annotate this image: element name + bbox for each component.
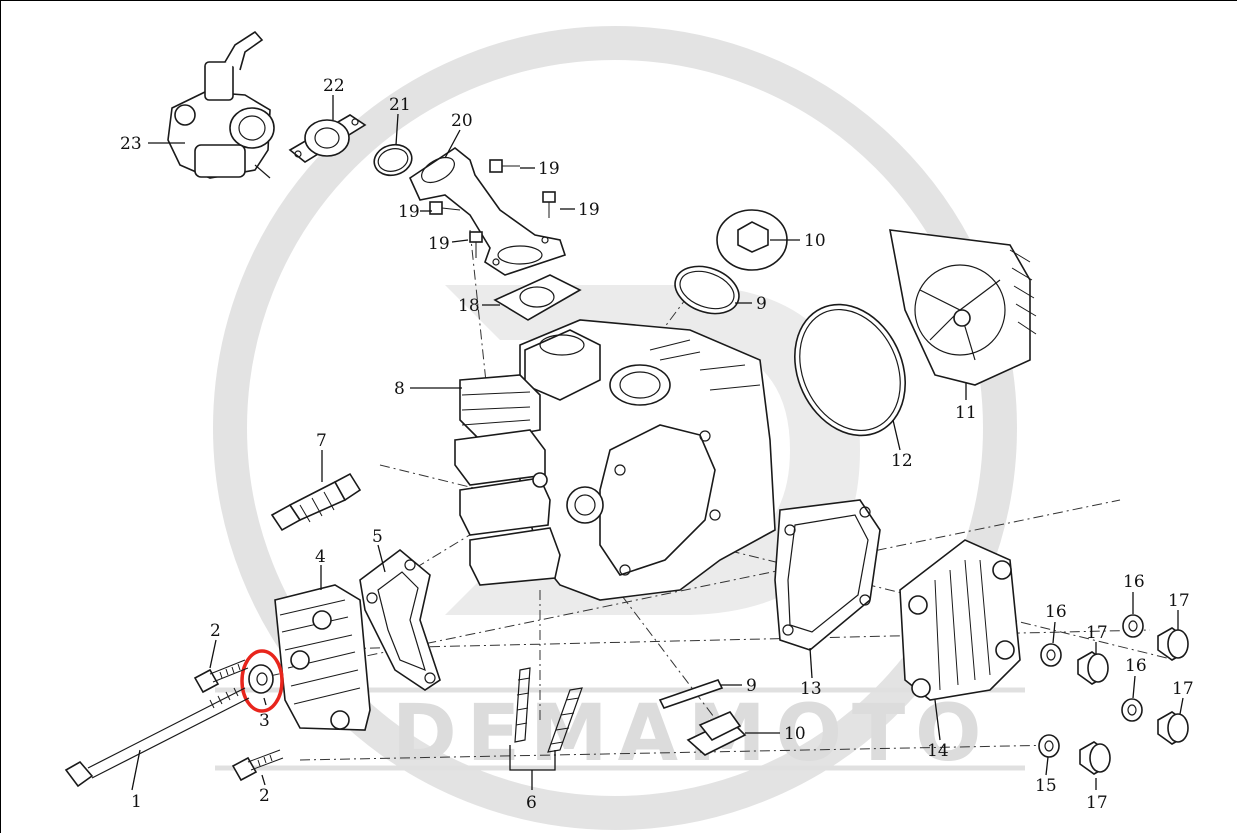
cap-nut-17c[interactable] [1157, 711, 1189, 745]
label-19d: 19 [428, 234, 450, 254]
label-2b: 2 [259, 786, 270, 806]
o-ring-9a[interactable] [668, 258, 745, 322]
label-16a: 16 [1123, 572, 1145, 592]
part-labels: 23 22 21 20 19 19 19 19 10 9 18 8 7 11 1… [120, 76, 1194, 813]
bolt-2b[interactable] [231, 749, 284, 782]
head-gasket-13[interactable] [774, 499, 881, 651]
highlight-circle [240, 649, 284, 713]
label-16c: 16 [1125, 656, 1147, 676]
washer-15[interactable] [1038, 734, 1060, 758]
label-9a: 9 [756, 294, 767, 314]
cap-nut-17b[interactable] [1077, 651, 1109, 685]
studs-6[interactable] [514, 667, 583, 753]
bolt-19c[interactable] [542, 191, 556, 218]
bolts-19[interactable] [429, 159, 556, 258]
label-5: 5 [372, 527, 383, 547]
tappet-cap-10b[interactable] [686, 711, 747, 756]
spark-plug[interactable] [270, 472, 362, 532]
label-9b: 9 [746, 676, 757, 696]
label-17d: 17 [1086, 793, 1108, 813]
o-ring-12[interactable] [774, 286, 926, 453]
washer-3[interactable] [248, 664, 274, 694]
label-7: 7 [316, 431, 327, 451]
label-23: 23 [120, 134, 142, 154]
bolt-19b[interactable] [429, 201, 461, 215]
label-17b: 17 [1086, 623, 1108, 643]
leader-lines [131, 95, 1184, 791]
label-2a: 2 [210, 621, 221, 641]
washer-16b[interactable] [1040, 643, 1062, 667]
watermark-ring [213, 26, 1017, 830]
label-17c: 17 [1172, 679, 1194, 699]
label-4: 4 [315, 547, 326, 567]
label-12: 12 [891, 451, 913, 471]
o-ring-21[interactable] [371, 141, 415, 180]
label-21: 21 [389, 95, 411, 115]
label-11: 11 [955, 403, 977, 423]
label-1: 1 [131, 792, 142, 812]
label-15: 15 [1035, 776, 1057, 796]
label-20: 20 [451, 111, 473, 131]
label-8: 8 [394, 379, 405, 399]
side-gasket-5[interactable] [359, 548, 441, 691]
label-19c: 19 [578, 200, 600, 220]
label-6: 6 [526, 793, 537, 813]
watermark-text: DEMAMOTO [392, 689, 991, 779]
label-19a: 19 [538, 159, 560, 179]
label-13: 13 [800, 679, 822, 699]
label-22: 22 [323, 76, 345, 96]
dowel-pin-9b[interactable] [658, 679, 724, 709]
label-17a: 17 [1168, 591, 1190, 611]
cooling-cover-11[interactable] [889, 229, 1037, 386]
carburetor[interactable] [167, 30, 275, 179]
label-3: 3 [259, 711, 270, 731]
bolt-19a[interactable] [489, 159, 520, 173]
washer-16a[interactable] [1122, 614, 1144, 638]
label-10a: 10 [804, 231, 826, 251]
head-cover-14[interactable] [899, 539, 1021, 701]
washer-16c[interactable] [1121, 698, 1143, 722]
intake-pipe[interactable] [408, 147, 567, 276]
label-14: 14 [927, 741, 949, 761]
label-18: 18 [458, 296, 480, 316]
insulator-gasket[interactable] [288, 114, 367, 163]
bolt-2a[interactable] [193, 659, 249, 694]
label-16b: 16 [1045, 602, 1067, 622]
tappet-cap-10a[interactable] [716, 209, 788, 271]
label-10b: 10 [784, 724, 806, 744]
side-cover-4[interactable] [274, 584, 371, 731]
label-19b: 19 [398, 202, 420, 222]
long-bolt-1[interactable] [64, 687, 250, 788]
bolt-19d[interactable] [469, 231, 483, 258]
cap-nut-17d[interactable] [1079, 741, 1111, 775]
cap-nut-17a[interactable] [1157, 627, 1189, 661]
intake-gasket-18[interactable] [493, 274, 582, 321]
cylinder-head[interactable] [454, 319, 776, 601]
